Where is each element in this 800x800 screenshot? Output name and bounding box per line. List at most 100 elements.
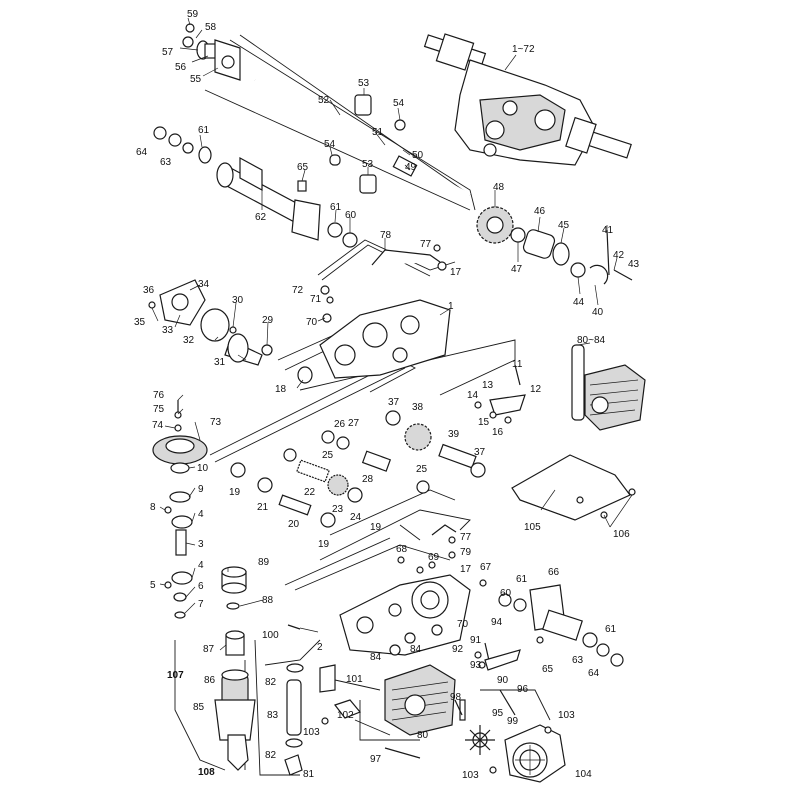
callout-43: 43 xyxy=(628,259,640,270)
callout-86: 86 xyxy=(204,675,216,686)
callout-54: 54 xyxy=(393,98,405,109)
callout-57: 57 xyxy=(162,47,174,58)
callout-96: 96 xyxy=(517,684,529,695)
callout-17: 17 xyxy=(450,267,462,278)
transaxle-assembly xyxy=(423,33,632,166)
callout-23: 23 xyxy=(332,504,344,515)
callout-104: 104 xyxy=(575,769,592,780)
callout-12: 12 xyxy=(530,384,542,395)
guard-105 xyxy=(511,454,636,521)
callout-65-b: 65 xyxy=(542,664,554,675)
callout-103-c: 103 xyxy=(462,770,479,781)
callout-62: 62 xyxy=(255,212,267,223)
callout-26: 26 xyxy=(334,419,346,430)
callout-32: 32 xyxy=(183,335,195,346)
callout-3: 3 xyxy=(198,539,204,550)
callout-76: 76 xyxy=(153,390,165,401)
callout-93: 93 xyxy=(470,660,482,671)
callout-33: 33 xyxy=(162,325,174,336)
callout-19-c: 19 xyxy=(318,539,330,550)
callout-106: 106 xyxy=(613,529,630,540)
callout-100: 100 xyxy=(262,630,279,641)
callout-84-b: 84 xyxy=(410,644,422,655)
callout-17-b: 17 xyxy=(460,564,472,575)
callout-45: 45 xyxy=(558,220,570,231)
callout-53: 53 xyxy=(358,78,370,89)
output-gear-group xyxy=(476,206,633,285)
callout-4-b: 4 xyxy=(198,560,204,571)
callout-24: 24 xyxy=(350,512,362,523)
callout-63-b: 63 xyxy=(572,655,584,666)
callout-49: 49 xyxy=(405,162,417,173)
callout-80-84: 80~84 xyxy=(577,335,606,346)
callout-60: 60 xyxy=(345,210,357,221)
callout-59: 59 xyxy=(187,9,199,20)
callout-101: 101 xyxy=(346,674,363,685)
shift-rod xyxy=(371,244,447,271)
callout-103-b: 103 xyxy=(303,727,320,738)
callout-9: 9 xyxy=(198,484,204,495)
callout-65: 65 xyxy=(297,162,309,173)
callout-22: 22 xyxy=(304,487,316,498)
housing-1 xyxy=(297,285,451,384)
callout-36: 36 xyxy=(143,285,155,296)
callout-98: 98 xyxy=(450,692,462,703)
callout-41: 41 xyxy=(602,225,614,236)
callout-67: 67 xyxy=(480,562,492,573)
callout-31: 31 xyxy=(214,357,226,368)
callout-58: 58 xyxy=(205,22,217,33)
callout-11: 11 xyxy=(512,359,523,370)
callout-108: 108 xyxy=(198,767,215,778)
motor-assembly-upper xyxy=(571,344,646,431)
callout-88: 88 xyxy=(262,595,274,606)
motor-lower xyxy=(384,664,466,736)
callout-50: 50 xyxy=(412,150,424,161)
callout-42: 42 xyxy=(613,250,625,261)
callout-27: 27 xyxy=(348,418,360,429)
callout-29: 29 xyxy=(262,315,274,326)
main-shaft xyxy=(254,78,471,197)
callout-78: 78 xyxy=(380,230,392,241)
callout-6: 6 xyxy=(198,581,204,592)
callout-77-b: 77 xyxy=(460,532,472,543)
callout-77: 77 xyxy=(420,239,432,250)
callout-105: 105 xyxy=(524,522,541,533)
callout-19-b: 19 xyxy=(370,522,382,533)
callout-61-d: 61 xyxy=(605,624,617,635)
callout-68: 68 xyxy=(396,544,408,555)
callout-91: 91 xyxy=(470,635,482,646)
callout-35: 35 xyxy=(134,317,146,328)
callout-7: 7 xyxy=(198,599,204,610)
callout-16: 16 xyxy=(492,427,504,438)
callout-4: 4 xyxy=(198,509,204,520)
callout-47: 47 xyxy=(511,264,523,275)
callout-83: 83 xyxy=(267,710,279,721)
callout-51: 51 xyxy=(372,127,384,138)
callout-46: 46 xyxy=(534,206,546,217)
callout-61: 61 xyxy=(198,125,210,136)
callout-28: 28 xyxy=(362,474,374,485)
hose-column xyxy=(284,663,361,776)
callout-103: 103 xyxy=(558,710,575,721)
callout-81: 81 xyxy=(303,769,315,780)
callout-60-b: 60 xyxy=(500,588,512,599)
gear-train xyxy=(230,410,486,528)
lever-assembly xyxy=(474,364,526,424)
callout-34: 34 xyxy=(198,279,210,290)
callout-37-b: 37 xyxy=(474,447,486,458)
callout-74: 74 xyxy=(152,420,164,431)
callout-55: 55 xyxy=(190,74,202,85)
callout-61-c: 61 xyxy=(516,574,528,585)
callout-92: 92 xyxy=(452,644,464,655)
callout-48: 48 xyxy=(493,182,505,193)
callout-73: 73 xyxy=(210,417,222,428)
callout-64: 64 xyxy=(136,147,148,158)
callout-102: 102 xyxy=(337,710,354,721)
callout-94: 94 xyxy=(491,617,503,628)
callout-14: 14 xyxy=(467,390,479,401)
callout-70-b: 70 xyxy=(457,619,469,630)
callout-69: 69 xyxy=(428,552,440,563)
callout-66: 66 xyxy=(548,567,560,578)
shaft-end-parts xyxy=(182,23,241,81)
